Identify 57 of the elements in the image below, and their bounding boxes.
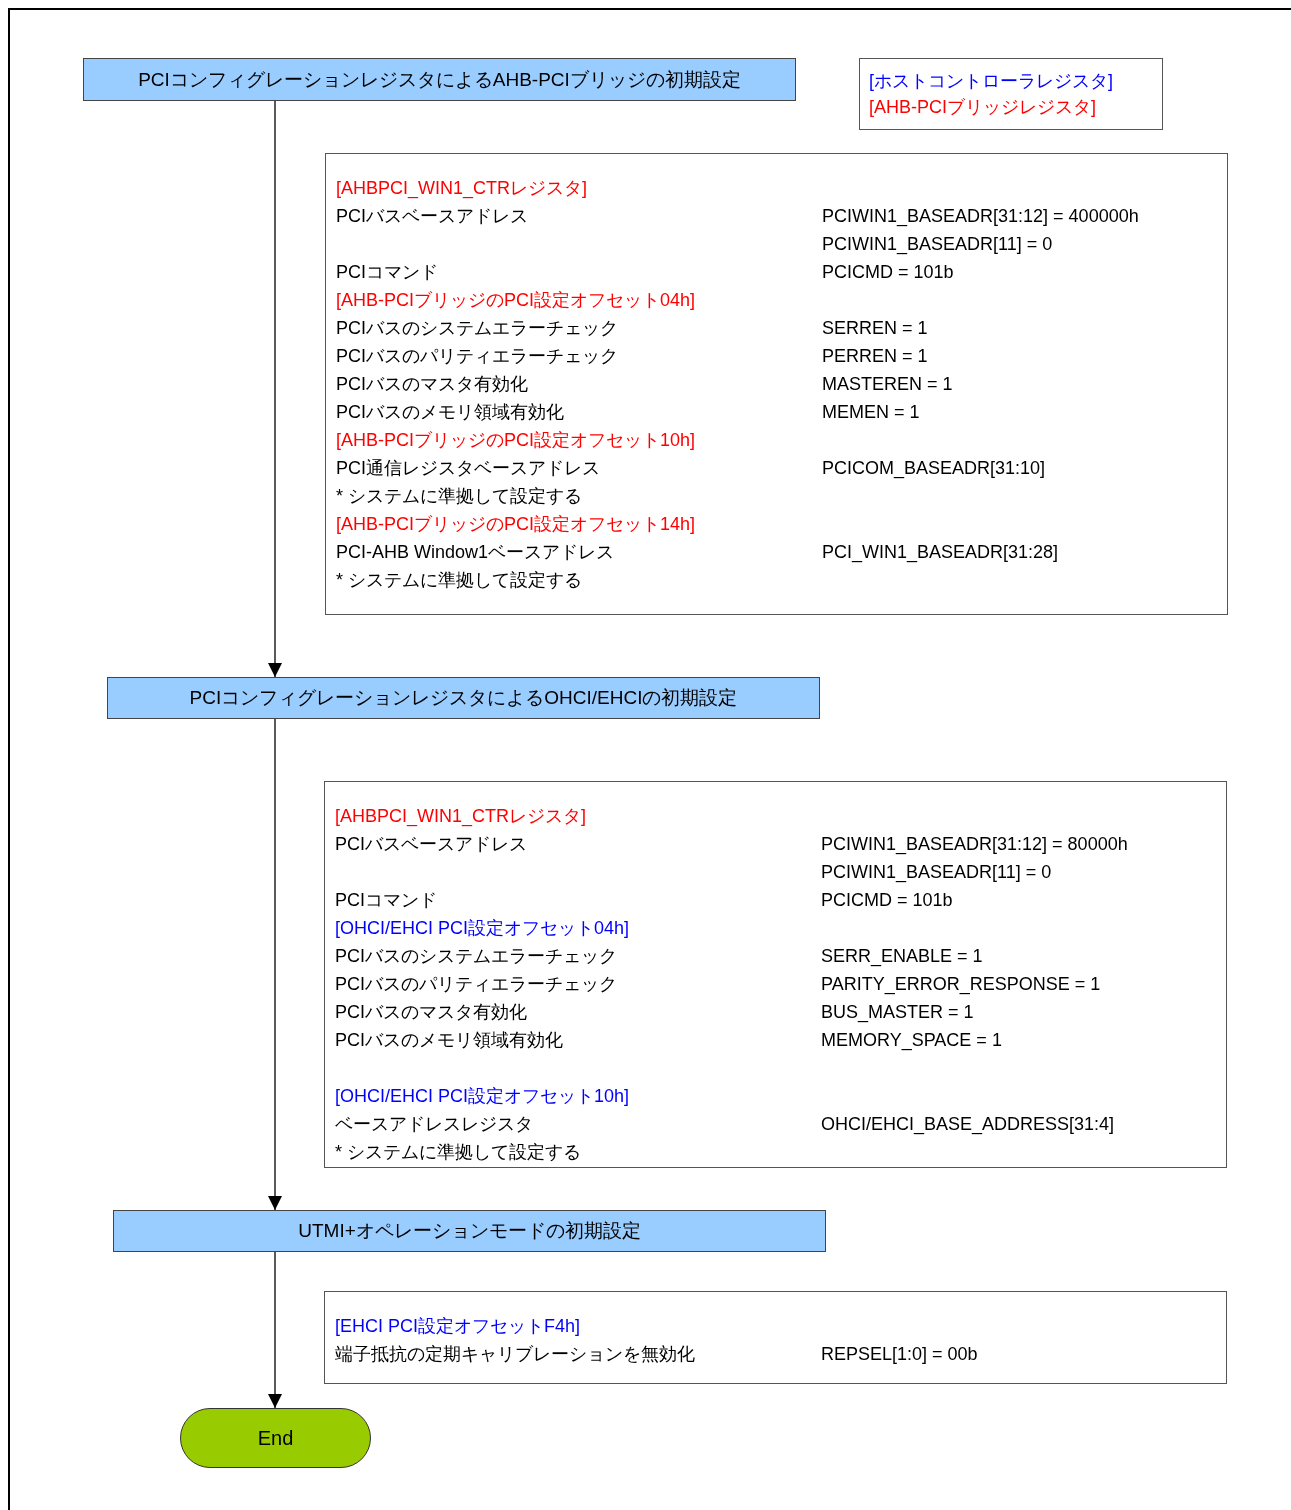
register-heading: [AHB-PCIブリッジのPCI設定オフセット14h]: [336, 513, 696, 536]
setting-name: 端子抵抗の定期キャリブレーションを無効化: [335, 1343, 695, 1366]
setting-name: PCIバスベースアドレス: [336, 205, 528, 228]
setting-value: OHCI/EHCI_BASE_ADDRESS[31:4]: [821, 1113, 1115, 1137]
setting-name: PCIコマンド: [336, 261, 438, 284]
register-heading: [AHB-PCIブリッジのPCI設定オフセット10h]: [336, 429, 696, 452]
setting-name: PCI-AHB Window1ベースアドレス: [336, 541, 615, 564]
setting-value: PCICMD = 101b: [822, 261, 954, 284]
register-heading: [EHCI PCI設定オフセットF4h]: [335, 1315, 581, 1338]
terminator: End: [180, 1408, 371, 1468]
setting-value: MEMEN = 1: [822, 401, 920, 424]
settings-panel: [324, 1291, 1227, 1384]
process-box: PCIコンフィグレーションレジスタによるOHCI/EHCIの初期設定: [107, 677, 820, 719]
setting-value: PCIWIN1_BASEADR[11] = 0: [822, 233, 1053, 257]
setting-value: REPSEL[1:0] = 00b: [821, 1343, 978, 1366]
arrow: [268, 718, 282, 1211]
setting-value: PCIWIN1_BASEADR[31:12] = 80000h: [821, 833, 1128, 857]
setting-note: * システムに準拠して設定する: [336, 569, 582, 592]
setting-value: MEMORY_SPACE = 1: [821, 1029, 1002, 1053]
setting-name: PCIバスのシステムエラーチェック: [336, 317, 618, 340]
setting-value: SERR_ENABLE = 1: [821, 945, 983, 969]
arrow: [268, 1251, 282, 1409]
setting-name: PCIバスのマスタ有効化: [336, 373, 528, 396]
setting-name: PCIバスのメモリ領域有効化: [336, 401, 564, 424]
register-heading: [OHCI/EHCI PCI設定オフセット10h]: [335, 1085, 630, 1108]
setting-name: PCIバスのメモリ領域有効化: [335, 1029, 563, 1052]
process-box: PCIコンフィグレーションレジスタによるAHB-PCIブリッジの初期設定: [83, 58, 796, 101]
settings-panel: [325, 153, 1228, 615]
register-heading: [AHBPCI_WIN1_CTRレジスタ]: [335, 805, 587, 829]
setting-value: PCIWIN1_BASEADR[11] = 0: [821, 861, 1052, 885]
setting-name: PCIバスのシステムエラーチェック: [335, 945, 617, 968]
setting-note: * システムに準拠して設定する: [335, 1141, 581, 1164]
setting-name: ベースアドレスレジスタ: [335, 1113, 533, 1136]
register-heading: [AHBPCI_WIN1_CTRレジスタ]: [336, 177, 588, 201]
setting-value: PCICOM_BASEADR[31:10]: [822, 457, 1046, 481]
setting-name: PCIバスベースアドレス: [335, 833, 527, 856]
setting-value: PCI_WIN1_BASEADR[31:28]: [822, 541, 1059, 565]
legend-text: [AHB-PCIブリッジレジスタ]: [869, 96, 1097, 119]
process-box: UTMI+オペレーションモードの初期設定: [113, 1210, 826, 1252]
setting-name: PCIバスのパリティエラーチェック: [336, 345, 618, 368]
legend-text: [ホストコントローラレジスタ]: [869, 70, 1114, 93]
setting-value: MASTEREN = 1: [822, 373, 953, 396]
setting-value: PERREN = 1: [822, 345, 928, 368]
setting-value: PCIWIN1_BASEADR[31:12] = 400000h: [822, 205, 1139, 229]
setting-value: PARITY_ERROR_RESPONSE = 1: [821, 973, 1101, 997]
setting-name: PCIバスのパリティエラーチェック: [335, 973, 617, 996]
setting-value: BUS_MASTER = 1: [821, 1001, 974, 1025]
settings-panel: [324, 781, 1227, 1168]
setting-value: SERREN = 1: [822, 317, 928, 340]
setting-value: PCICMD = 101b: [821, 889, 953, 912]
arrow: [268, 100, 282, 678]
register-heading: [OHCI/EHCI PCI設定オフセット04h]: [335, 917, 630, 940]
register-heading: [AHB-PCIブリッジのPCI設定オフセット04h]: [336, 289, 696, 312]
setting-name: PCI通信レジスタベースアドレス: [336, 457, 600, 480]
setting-name: PCIバスのマスタ有効化: [335, 1001, 527, 1024]
setting-note: * システムに準拠して設定する: [336, 485, 582, 508]
setting-name: PCIコマンド: [335, 889, 437, 912]
